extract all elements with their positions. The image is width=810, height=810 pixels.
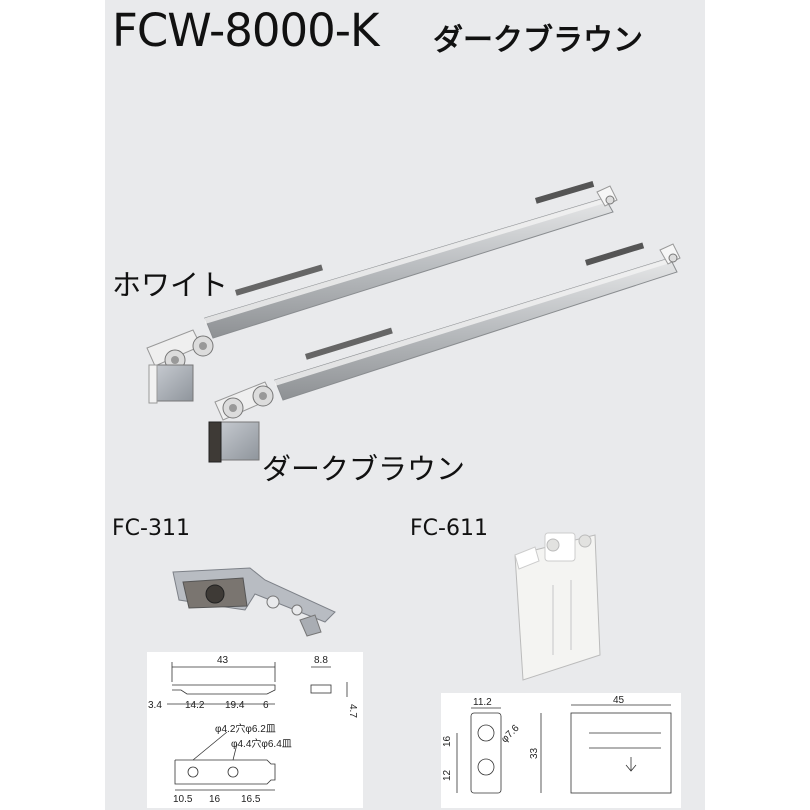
fc311-dim-left: 3.4 (148, 700, 162, 711)
fc311-dim-seg2: 19.4 (225, 700, 245, 711)
color-title: ダークブラウン (433, 23, 643, 58)
fc611-drawing: 11.2 45 16 12 φ7.6 33 (442, 695, 672, 794)
fc311-dim-thick: 4.7 (347, 704, 358, 718)
fc611-dim-bottom: 12 (442, 769, 453, 781)
fc611-dim-pitch: 16 (442, 735, 453, 747)
fc611-dim-width: 45 (613, 695, 625, 706)
fc611-drawing-box (441, 693, 681, 808)
fc311-hole2: φ4.4穴φ6.4皿 (231, 737, 292, 750)
fc311-dim-seg1: 14.2 (185, 700, 205, 711)
fc611-photo (514, 532, 601, 681)
model-title: FCW-8000-K (112, 4, 379, 57)
fc311-drawing-box (147, 652, 363, 808)
fc311-dim-b2: 16 (209, 794, 221, 805)
fc611-dim-topw: 11.2 (473, 697, 492, 708)
fc311-dim-total: 43 (217, 655, 229, 666)
fc311-label: FC-311 (112, 516, 190, 541)
darkbrown-arm (208, 242, 681, 463)
darkbrown-variant-label: ダークブラウン (262, 452, 466, 486)
fc611-dim-hole: φ7.6 (499, 723, 522, 746)
fc611-label: FC-611 (410, 516, 488, 541)
fc311-dim-b3: 16.5 (241, 794, 261, 805)
fc311-hole1: φ4.2穴φ6.2皿 (215, 722, 276, 735)
fc311-dim-w: 8.8 (314, 655, 328, 666)
white-arm (146, 180, 618, 404)
rail-arms-illustration (146, 180, 681, 463)
fc611-dim-height: 33 (529, 747, 540, 759)
fc311-photo (172, 567, 336, 637)
fc311-dim-b1: 10.5 (173, 794, 193, 805)
white-variant-label: ホワイト (112, 268, 229, 302)
fc311-dim-seg3: 6 (263, 700, 269, 711)
fc311-drawing: 43 8.8 3.4 14.2 19.4 6 4.7 φ4.2穴φ6.2皿 φ4… (148, 655, 358, 805)
